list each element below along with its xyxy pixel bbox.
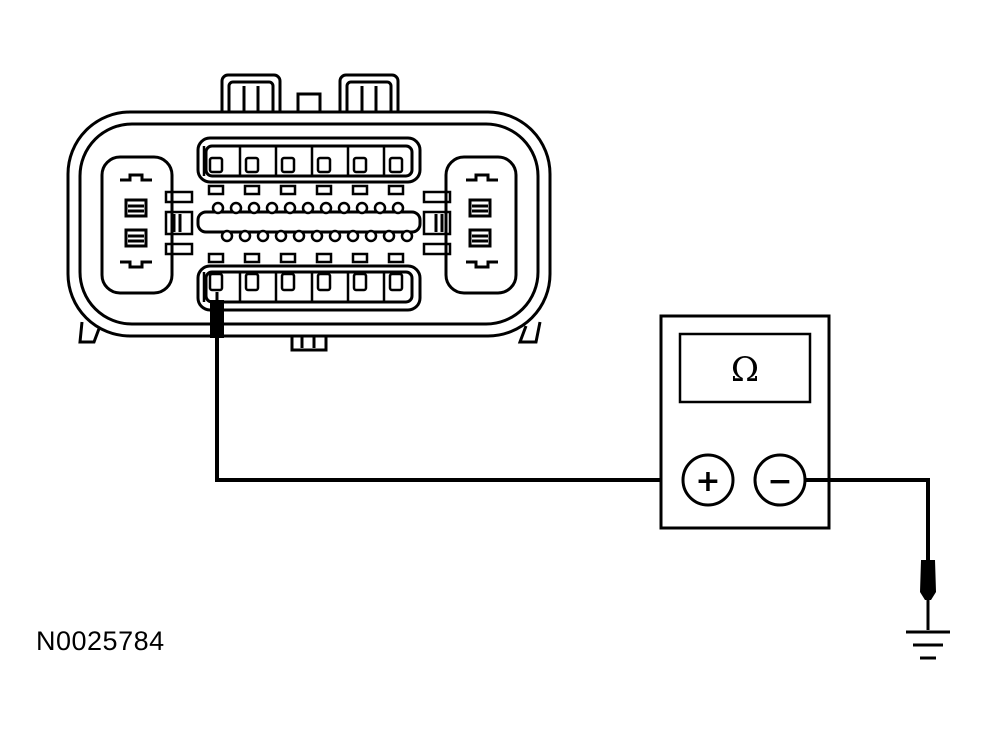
lower-pin-6: [388, 272, 404, 292]
center-bump-top: [337, 201, 351, 215]
upper-pin-2: [244, 156, 260, 174]
ground-symbol-icon: [906, 630, 950, 660]
center-bump-bottom: [292, 229, 306, 243]
negative-test-lead: [805, 478, 930, 560]
center-bump-bottom: [220, 229, 234, 243]
lower-slot: [279, 252, 297, 264]
upper-pin-6: [388, 156, 404, 174]
upper-slot: [387, 184, 405, 196]
connector-terminals: [202, 146, 414, 302]
upper-slot: [351, 184, 369, 196]
probe-icon: [210, 292, 224, 338]
upper-pin-5: [352, 156, 368, 174]
lower-pin-3: [280, 272, 296, 292]
center-bump-bottom: [382, 229, 396, 243]
lower-pin-5: [352, 272, 368, 292]
center-bump-top: [211, 201, 225, 215]
lower-pin-4: [316, 272, 332, 292]
upper-slot: [243, 184, 261, 196]
center-bump-bottom: [274, 229, 288, 243]
positive-terminal-label: +: [695, 464, 720, 499]
meter-display-symbol: Ω: [731, 350, 759, 390]
center-bump-top: [229, 201, 243, 215]
lower-slot: [315, 252, 333, 264]
lower-pin-1: [208, 272, 224, 292]
negative-terminal-label: −: [767, 464, 792, 499]
center-bump-top: [301, 201, 315, 215]
positive-test-lead: [215, 336, 684, 482]
center-bump-bottom: [328, 229, 342, 243]
upper-slot: [207, 184, 225, 196]
upper-pin-3: [280, 156, 296, 174]
lower-slot: [243, 252, 261, 264]
center-bump-bottom: [238, 229, 252, 243]
lower-slot: [387, 252, 405, 264]
ohmmeter-icon: [659, 314, 831, 530]
center-bump-bottom: [346, 229, 360, 243]
connector-face-icon: [66, 73, 552, 352]
upper-slot: [279, 184, 297, 196]
lower-slot: [351, 252, 369, 264]
center-bump-top: [247, 201, 261, 215]
upper-pin-1: [208, 156, 224, 174]
lower-pin-2: [244, 272, 260, 292]
center-bump-top: [391, 201, 405, 215]
center-bump-bottom: [310, 229, 324, 243]
center-bump-bottom: [400, 229, 414, 243]
center-bump-top: [283, 201, 297, 215]
center-bump-top: [265, 201, 279, 215]
lower-slot: [207, 252, 225, 264]
center-bump-top: [355, 201, 369, 215]
figure-id-label: N0025784: [36, 626, 165, 656]
center-bump-top: [373, 201, 387, 215]
ground-probe-icon: [920, 560, 936, 630]
upper-slot: [315, 184, 333, 196]
upper-pin-4: [316, 156, 332, 174]
center-bump-bottom: [256, 229, 270, 243]
center-bump-top: [319, 201, 333, 215]
center-bump-bottom: [364, 229, 378, 243]
